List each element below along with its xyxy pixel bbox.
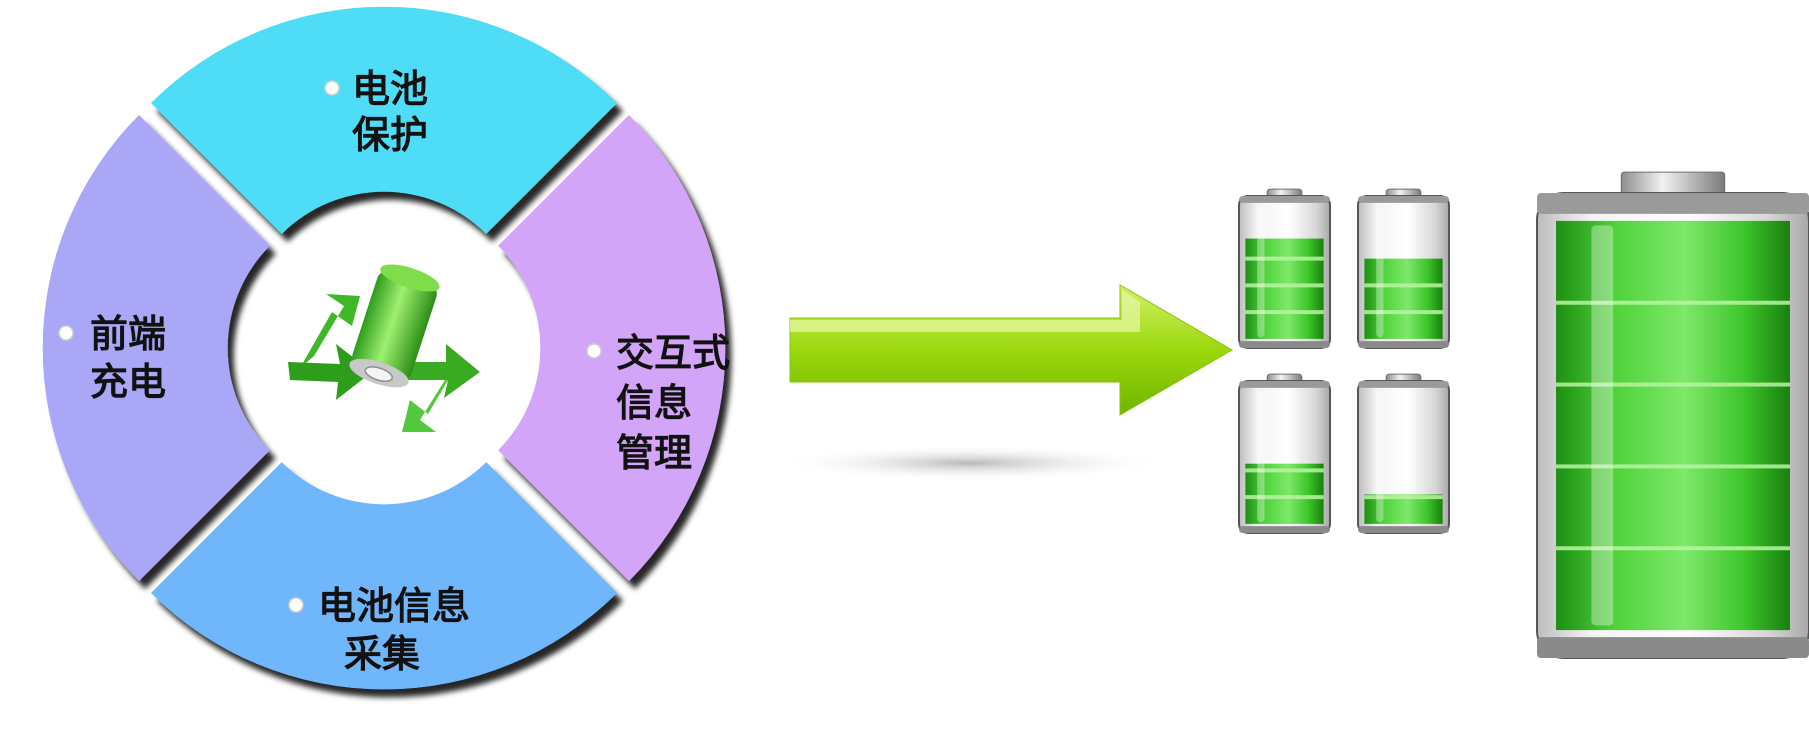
ring-diagram — [42, 6, 726, 690]
battery-gloss — [1257, 391, 1265, 523]
segment-left-line-2: 充电 — [90, 360, 166, 404]
segment-top — [150, 6, 618, 234]
recycle-arrow-1 — [300, 294, 360, 368]
battery-charge-fill — [1364, 494, 1443, 524]
segment-right — [498, 114, 726, 582]
label-right: 交互式 信息 管理 — [586, 331, 730, 475]
segment-right-line-3: 管理 — [616, 431, 692, 475]
label-left: 前端 充电 — [58, 312, 166, 404]
battery-1 — [1238, 188, 1331, 349]
battery-gloss — [1591, 225, 1614, 626]
battery-charge-fill — [1556, 220, 1790, 631]
battery-gloss — [1257, 206, 1265, 338]
segment-left-line-1: 前端 — [90, 312, 166, 356]
battery-gloss — [1376, 206, 1384, 338]
battery-bottom-band — [1239, 526, 1330, 533]
large-battery — [1536, 171, 1809, 659]
battery-cell-divider — [1556, 300, 1790, 305]
bullet-icon — [324, 80, 340, 96]
battery-top-band — [1537, 193, 1809, 214]
battery-bottom-band — [1537, 637, 1809, 658]
bullet-icon — [586, 343, 602, 359]
battery-cell-divider — [1245, 495, 1324, 500]
battery-cell-divider — [1245, 256, 1324, 261]
segment-right-line-2: 信息 — [616, 381, 692, 425]
battery-bottom-band — [1239, 341, 1330, 348]
battery-charge-fill — [1245, 463, 1324, 524]
label-top: 电池 保护 — [324, 67, 428, 157]
segment-right-line-1: 交互式 — [616, 331, 730, 375]
battery-cell-divider — [1245, 310, 1324, 315]
arrow-right-icon — [789, 284, 1233, 416]
segment-bottom — [150, 462, 618, 690]
battery-top-band — [1239, 196, 1330, 203]
large-battery-body — [1536, 171, 1809, 659]
bullet-icon — [58, 325, 74, 341]
segment-bottom-line-1: 电池信息 — [318, 584, 470, 628]
recycle-arrow-2 — [288, 344, 372, 400]
segment-left — [42, 114, 270, 582]
battery-top-band — [1239, 381, 1330, 388]
center-battery — [349, 264, 440, 388]
segment-top-line-2: 保护 — [352, 113, 428, 157]
recycle-arrow-4 — [408, 344, 480, 398]
battery-cell-divider — [1364, 310, 1443, 315]
battery-3 — [1238, 373, 1331, 534]
segment-bottom-line-2: 采集 — [344, 632, 420, 676]
battery-cell-divider — [1245, 283, 1324, 288]
battery-bottom-band — [1358, 526, 1449, 533]
recycle-arrow-3 — [402, 360, 460, 432]
segment-top-line-1: 电池 — [352, 67, 428, 111]
arrow-highlight — [790, 290, 1140, 332]
bullet-icon — [288, 597, 304, 613]
battery-cell-divider — [1245, 468, 1324, 473]
battery-cell-divider — [1556, 382, 1790, 387]
battery-4 — [1357, 373, 1450, 534]
arrow-shadow — [775, 445, 1165, 481]
battery-top-band — [1358, 196, 1449, 203]
battery-2 — [1357, 188, 1450, 349]
battery-cell-divider — [1556, 546, 1790, 551]
battery-cell-divider — [1556, 464, 1790, 469]
label-bottom: 电池信息 采集 — [288, 584, 470, 676]
recycling-battery-icon — [288, 264, 480, 432]
battery-charge-fill — [1364, 258, 1443, 339]
battery-gloss — [1376, 391, 1384, 523]
small-batteries — [1238, 188, 1450, 534]
battery-top-band — [1358, 381, 1449, 388]
battery-bottom-band — [1358, 341, 1449, 348]
battery-charge-fill — [1245, 238, 1324, 339]
battery-cell-divider — [1364, 495, 1443, 500]
battery-cell-divider — [1364, 283, 1443, 288]
